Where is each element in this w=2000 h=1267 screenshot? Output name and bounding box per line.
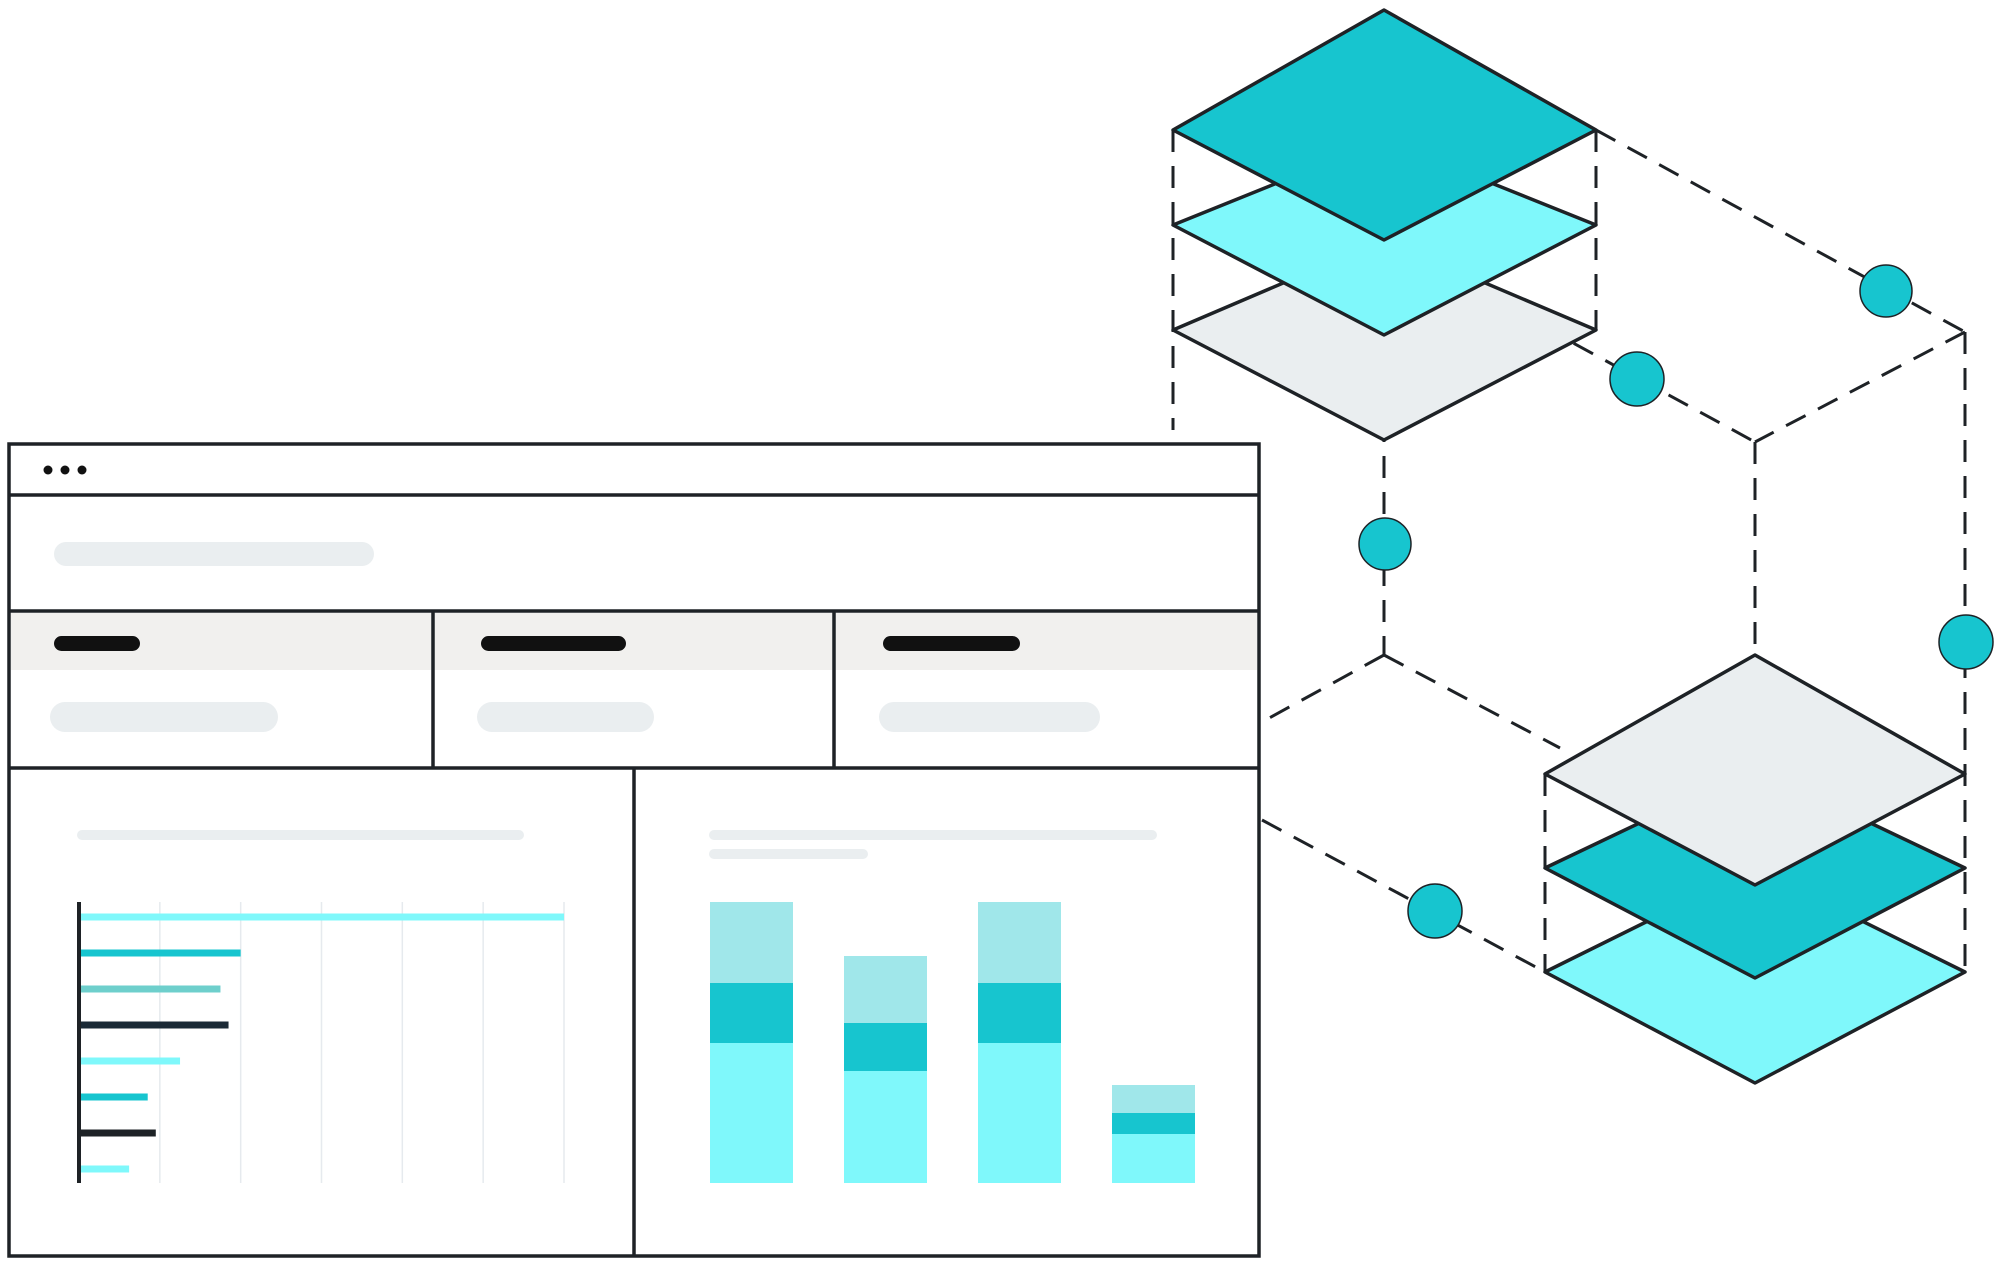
bar-segment	[710, 983, 793, 1043]
chart-subtitle-placeholder	[709, 849, 868, 859]
chart-gridlines	[159, 902, 565, 1183]
bar-segment	[1112, 1085, 1195, 1113]
tile-header-band	[11, 613, 1257, 670]
header-placeholder-bar	[54, 542, 374, 566]
bar	[79, 1165, 130, 1173]
bottom-layer-stack	[1543, 653, 1967, 1085]
bar	[79, 1093, 148, 1101]
bar-segment	[844, 1023, 927, 1071]
node-circle	[1609, 351, 1665, 407]
stat-tiles	[9, 611, 1259, 770]
bar	[79, 1057, 181, 1065]
layer-plate-teal	[1171, 8, 1598, 242]
tile-value-bar	[50, 702, 278, 732]
bar-segment	[710, 1043, 793, 1183]
bar-segment	[978, 902, 1061, 983]
window-titlebar	[9, 465, 1259, 497]
bar-segment	[844, 1071, 927, 1183]
bar-segment	[978, 1043, 1061, 1183]
bar	[79, 1129, 156, 1137]
tile-value-bar	[477, 702, 654, 732]
chart-title-placeholder	[77, 830, 524, 840]
layer-plate-gray	[1543, 653, 1967, 887]
tile-value-bar	[879, 702, 1100, 732]
node-circle	[1358, 517, 1412, 571]
chart-title-placeholder	[709, 830, 1157, 840]
node-circle	[1938, 614, 1994, 670]
top-layer-stack	[1171, 8, 1598, 442]
chart-bars	[79, 913, 564, 1173]
ellipsis-icon[interactable]	[43, 465, 87, 475]
tile-title-bar	[54, 636, 140, 651]
bar	[79, 1021, 229, 1029]
network-nodes	[1358, 264, 1994, 939]
stacked-bar-chart-panel	[709, 830, 1195, 1183]
bar	[79, 913, 564, 921]
horizontal-bar-chart-panel	[77, 830, 565, 1183]
bar	[79, 949, 241, 957]
bar-segment	[1112, 1113, 1195, 1134]
bar-segment	[1112, 1134, 1195, 1183]
layer-plate-gray	[1171, 238, 1598, 442]
bar-segment	[978, 983, 1061, 1043]
tile-title-bar	[481, 636, 626, 651]
node-circle	[1407, 883, 1463, 939]
node-circle	[1859, 264, 1913, 318]
dashboard-window	[7, 442, 1261, 1258]
chart-bars	[710, 902, 1195, 1183]
tile-title-bar	[883, 636, 1020, 651]
bar-segment	[710, 902, 793, 983]
bar	[79, 985, 221, 993]
bar-segment	[844, 956, 927, 1023]
